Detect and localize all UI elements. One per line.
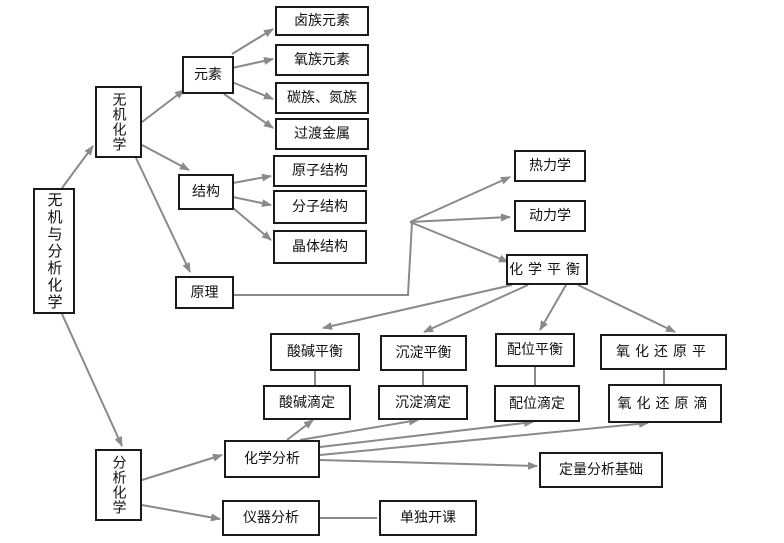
node-chemical-equilibrium: 化学平衡 [506, 254, 588, 285]
node-acid-base-titration: 酸碱滴定 [263, 385, 351, 420]
node-halogen-elements: 卤族元素 [275, 6, 369, 36]
arrow-branch-to-equilibrium [409, 221, 509, 263]
arrow-branch-to-thermo [409, 176, 511, 223]
node-coordination-equilibrium: 配位平衡 [495, 333, 575, 367]
arrow-root-to-analytical [61, 313, 123, 447]
arrow-eq-to-redox [577, 284, 676, 333]
arrow-chem-to-coord-titration [319, 419, 534, 448]
arrow-analytical-to-chem [141, 453, 223, 481]
node-crystal-structure: 晶体结构 [273, 230, 367, 264]
arrow-elements-to-item-2 [231, 57, 274, 69]
arrow-structure-to-item-1 [232, 173, 272, 184]
node-redox-equilibrium: 氧化还原平 [600, 334, 727, 370]
arrow-elements-to-item-3 [231, 81, 274, 100]
arrow-inorganic-to-structure [141, 144, 190, 171]
arrow-structure-to-item-3 [232, 207, 272, 241]
node-kinetics: 动力学 [514, 200, 586, 232]
node-molecular-structure: 分子结构 [273, 190, 367, 224]
node-chemical-analysis: 化学分析 [224, 440, 320, 478]
arrow-inorganic-to-principle [135, 157, 191, 273]
arrow-eq-to-acid-base [322, 284, 513, 330]
node-inorganic-chemistry: 无机化学 [95, 86, 142, 158]
arrow-inorganic-to-elements [141, 89, 185, 123]
arrow-chem-to-acid-base-titration [286, 419, 314, 441]
arrow-chem-to-precip-titration [299, 417, 419, 441]
arrow-chem-to-redox-titration [319, 419, 649, 456]
node-root: 无机与分析化学 [33, 188, 75, 314]
line-principle-to-branch [234, 221, 413, 296]
arrow-chem-to-quant-basis [319, 459, 538, 470]
node-redox-titration: 氧化还原滴 [608, 384, 722, 423]
arrow-root-to-inorganic [61, 145, 94, 189]
node-principle: 原理 [175, 276, 234, 309]
node-analytical-chemistry: 分析化学 [95, 449, 142, 521]
node-atomic-structure: 原子结构 [273, 155, 367, 187]
node-thermodynamics: 热力学 [514, 150, 586, 182]
node-structure: 结构 [178, 174, 234, 210]
node-instrumental-analysis: 仪器分析 [222, 500, 320, 536]
arrow-elements-to-item-1 [231, 28, 274, 55]
arrow-branch-to-kinetics [409, 213, 511, 223]
node-separate-course: 单独开课 [379, 500, 477, 536]
arrow-elements-to-item-4 [223, 93, 274, 129]
node-quantitative-analysis-basis: 定量分析基础 [539, 452, 663, 488]
node-carbon-nitrogen-groups: 碳族、氮族 [275, 82, 369, 114]
arrow-analytical-to-instrument [141, 504, 221, 522]
arrow-structure-to-item-2 [232, 196, 272, 208]
node-precipitation-titration: 沉淀滴定 [378, 385, 468, 420]
node-coordination-titration: 配位滴定 [494, 385, 580, 422]
arrow-eq-to-coordination [539, 284, 567, 331]
node-precipitation-equilibrium: 沉淀平衡 [380, 335, 467, 371]
node-acid-base-equilibrium: 酸碱平衡 [270, 333, 360, 371]
node-elements: 元素 [182, 56, 234, 94]
arrow-eq-to-precipitation [423, 284, 529, 333]
node-oxygen-group-elements: 氧族元素 [275, 44, 369, 76]
node-transition-metals: 过渡金属 [275, 118, 369, 150]
